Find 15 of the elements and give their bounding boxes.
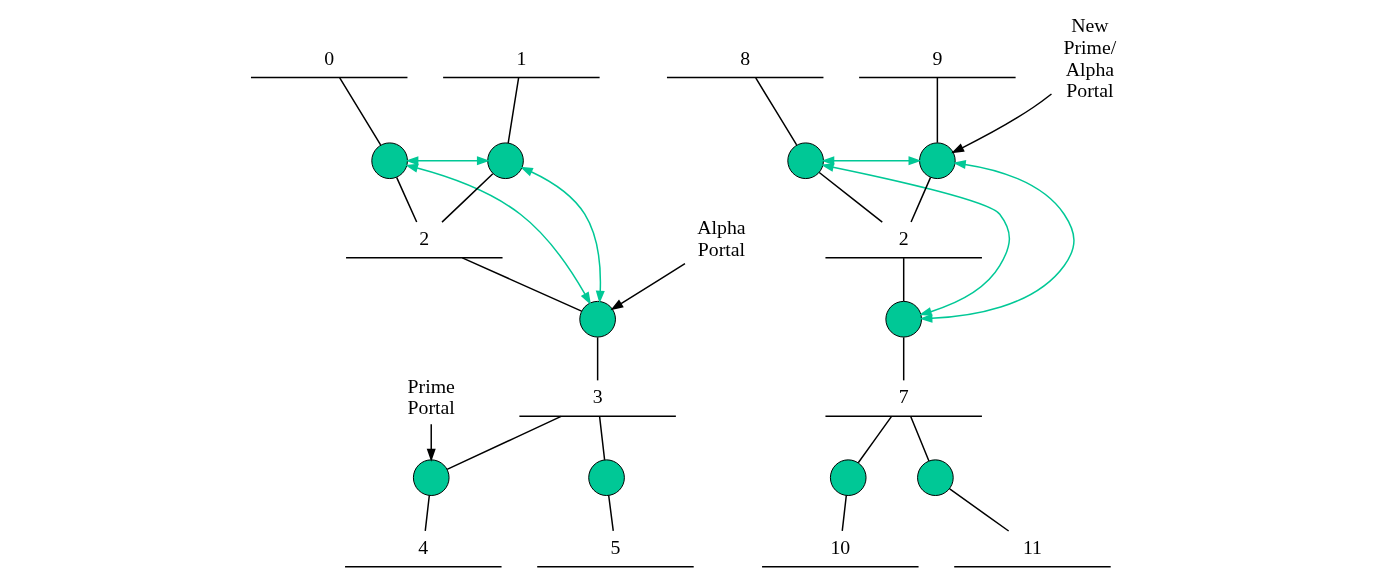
node-text: 2 — [418, 226, 429, 249]
node-text: 1 — [515, 46, 526, 69]
node-text: 7 — [898, 385, 909, 408]
node-text: 5 — [610, 535, 620, 558]
node-text: 9 — [931, 46, 942, 69]
node-text: 4 — [417, 535, 428, 558]
node-text: 2 — [898, 226, 909, 249]
node-text: Prime Portal — [407, 374, 455, 419]
node-text: 8 — [739, 46, 750, 69]
node-text: Alpha Portal — [696, 216, 746, 260]
node-text: 3 — [592, 385, 603, 408]
node-text: 0 — [323, 46, 334, 69]
node-text: New Prime/ Alpha Portal — [1063, 13, 1116, 102]
node-text: 11 — [1022, 535, 1042, 558]
node-text: 10 — [829, 535, 850, 558]
